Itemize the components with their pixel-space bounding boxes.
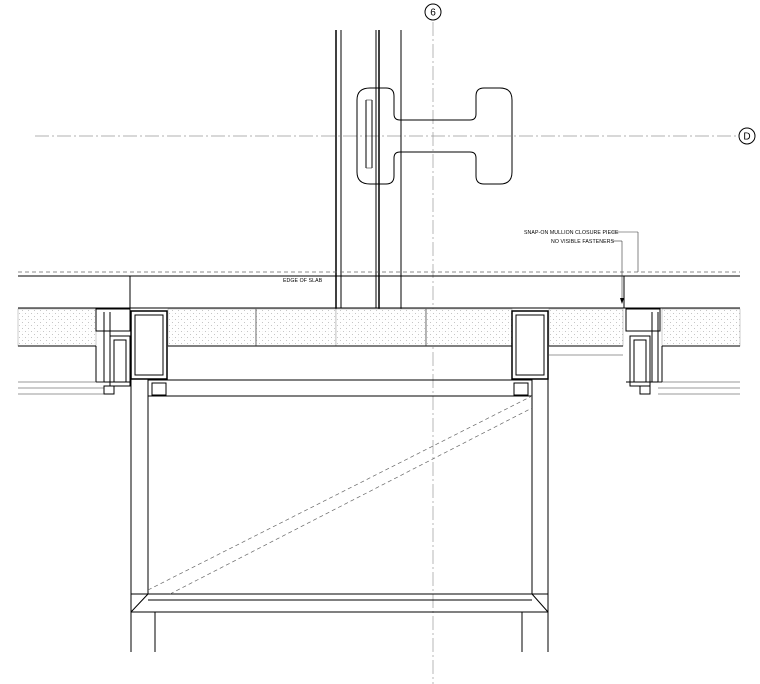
left-mullion-assembly: [18, 276, 131, 395]
mullion-profile: [356, 87, 513, 185]
insulation-band: [17, 308, 741, 356]
grid-bubble-6-label: 6: [430, 8, 436, 19]
no-visible-fasteners-label: NO VISIBLE FASTENERS: [551, 239, 615, 245]
right-mullion-assembly: [623, 276, 740, 395]
beam-frame: [130, 379, 549, 652]
snap-on-closure-label: SNAP-ON MULLION CLOSURE PIECE: [524, 230, 619, 236]
right-column-box: [511, 310, 549, 380]
grid-bubble-d-label: D: [743, 132, 750, 143]
grid-bubble-6: 6: [424, 3, 442, 21]
hidden-diagonals: [147, 395, 533, 595]
annotation-leader: [612, 231, 639, 304]
grid-bubble-d: D: [738, 127, 756, 145]
column-plates: [335, 30, 402, 313]
edge-of-slab-label: EDGE OF SLAB: [283, 278, 323, 284]
left-column-box: [130, 310, 168, 380]
